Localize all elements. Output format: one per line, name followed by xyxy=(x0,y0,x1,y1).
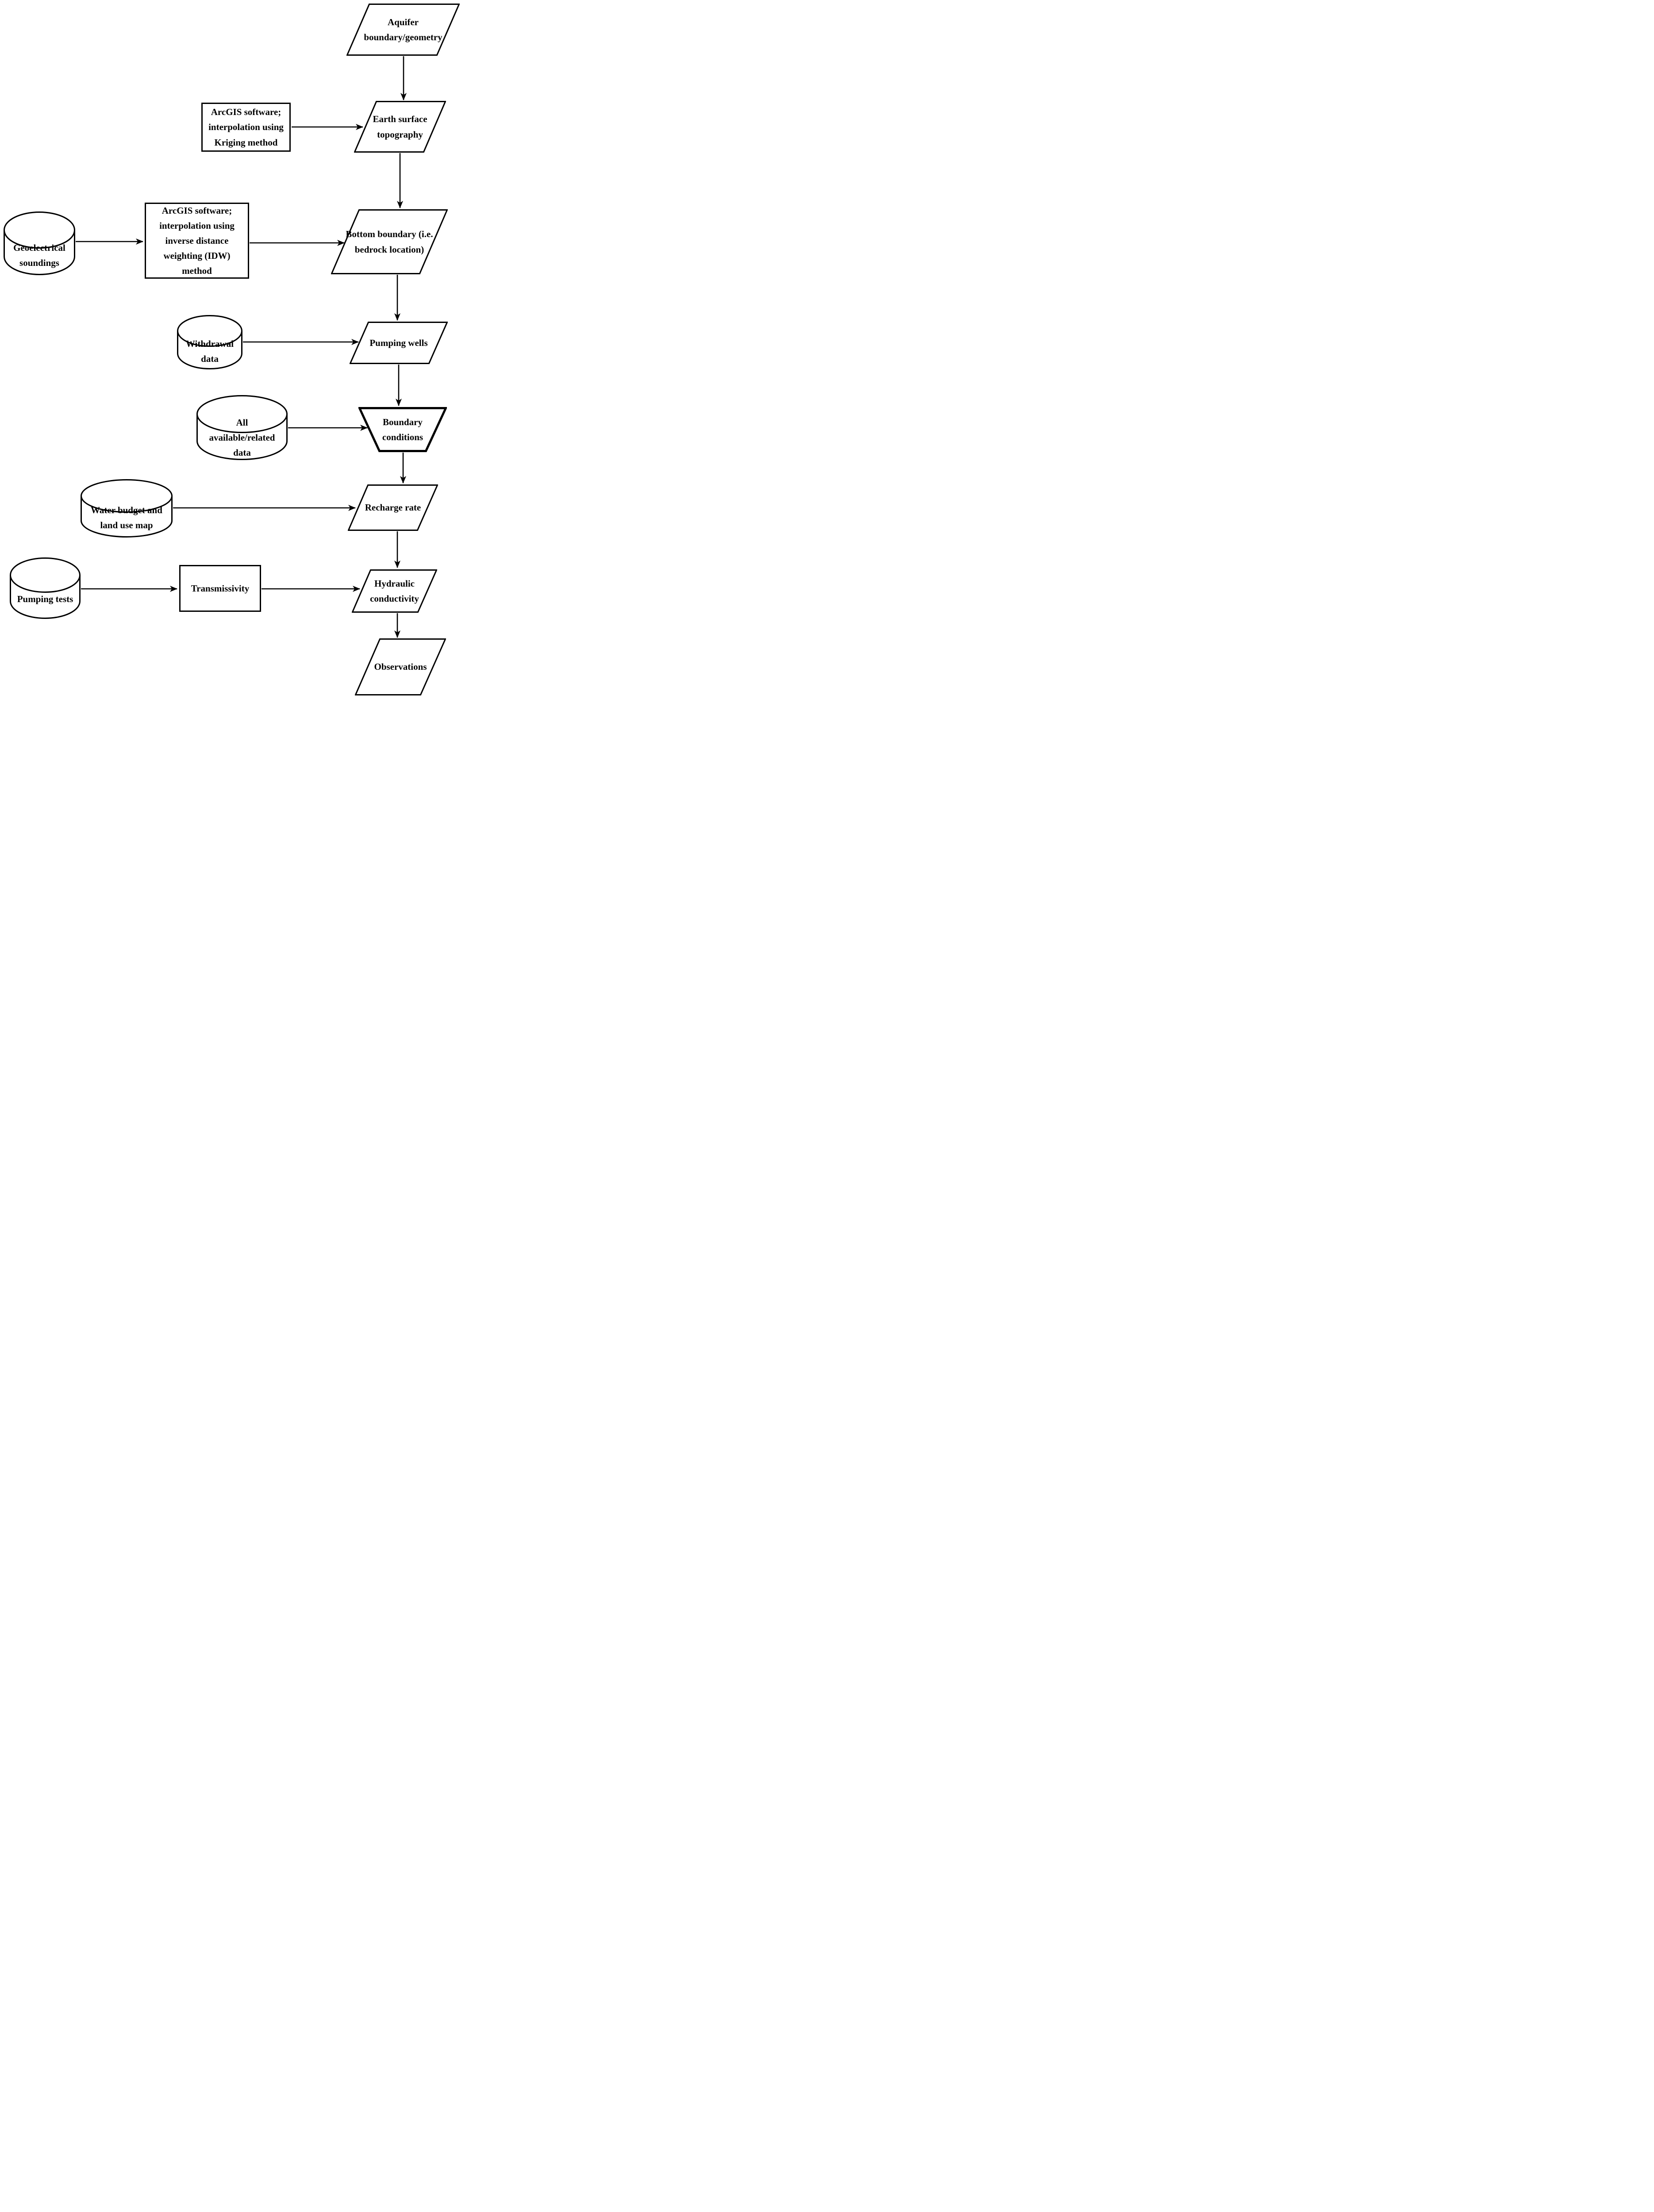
node-observations: Observations xyxy=(355,638,446,695)
node-transmissivity: Transmissivity xyxy=(179,565,261,612)
node-bottom-boundary: Bottom boundary (i.e. bedrock location) xyxy=(331,209,448,274)
node-earth-surface-topography: Earth surface topography xyxy=(354,101,446,153)
cylinder-shape xyxy=(10,557,81,619)
node-recharge-rate: Recharge rate xyxy=(348,484,438,531)
node-pumping-tests: Pumping tests xyxy=(10,557,81,619)
node-label: Transmissivity xyxy=(191,583,250,594)
cylinder-shape xyxy=(177,315,242,369)
parallelogram-shape xyxy=(348,484,438,531)
cylinder-shape xyxy=(196,395,288,460)
node-label: ArcGIS software; interpolation using Kri… xyxy=(208,107,284,148)
node-pumping-wells: Pumping wells xyxy=(350,322,448,364)
parallelogram-shape xyxy=(352,569,437,613)
node-geoelectrical-soundings: Geoelectrical soundings xyxy=(4,211,75,275)
parallelogram-shape xyxy=(350,322,448,364)
node-water-budget-land-use: Water budget and land use map xyxy=(81,479,173,538)
node-hydraulic-conductivity: Hydraulic conductivity xyxy=(352,569,437,613)
flowchart-diagram: Aquifer boundary/geometry ArcGIS softwar… xyxy=(0,0,478,702)
trapezoid-shape xyxy=(358,407,447,452)
node-arcgis-kriging: ArcGIS software; interpolation using Kri… xyxy=(201,103,291,152)
node-all-available-related-data: All available/related data xyxy=(196,395,288,460)
connector-arrows xyxy=(76,56,407,638)
node-boundary-conditions: Boundary conditions xyxy=(358,407,447,452)
node-withdrawal-data: Withdrawal data xyxy=(177,315,242,369)
parallelogram-shape xyxy=(346,4,460,56)
node-arcgis-idw: ArcGIS software; interpolation using inv… xyxy=(145,203,249,279)
node-aquifer-boundary-geometry: Aquifer boundary/geometry xyxy=(346,4,460,56)
cylinder-shape xyxy=(4,211,75,275)
node-label: ArcGIS software; interpolation using inv… xyxy=(159,205,235,276)
cylinder-shape xyxy=(81,479,173,538)
parallelogram-shape xyxy=(355,638,446,695)
parallelogram-shape xyxy=(354,101,446,153)
parallelogram-shape xyxy=(331,209,448,274)
